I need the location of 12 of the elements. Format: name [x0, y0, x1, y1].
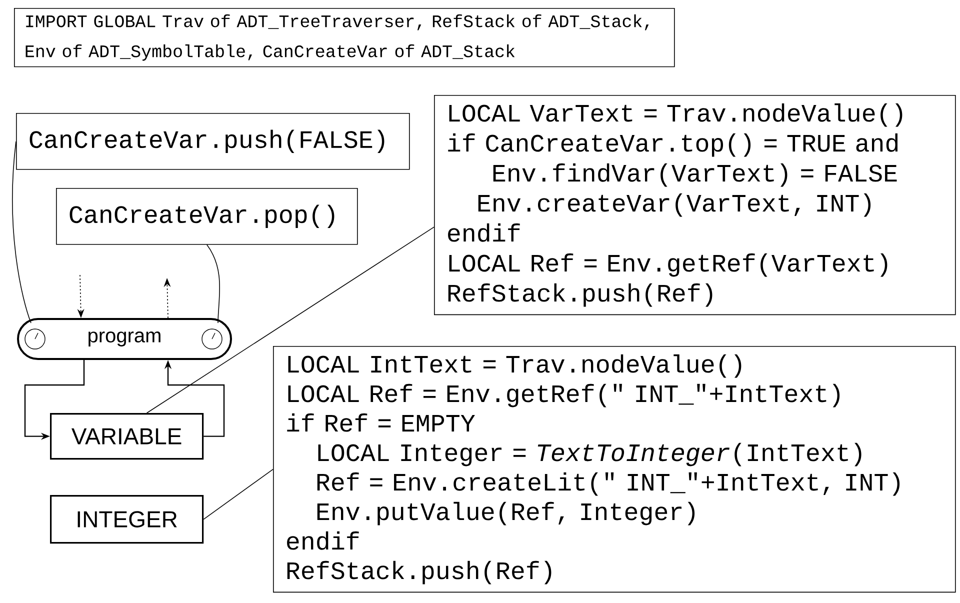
- connector-line: [146, 226, 434, 414]
- connector-line: [206, 244, 220, 324]
- header-box: IMPORT GLOBAL Trav of ADT_TreeTraverser, RefStack of ADT_Stack, Env of ADT_SymbolTable, CanCreateVar of ADT_Stack: [14, 8, 675, 68]
- process-box: VARIABLE: [50, 413, 204, 460]
- code-box: CanCreateVar.push(FALSE): [16, 113, 410, 170]
- connector-line: [12, 141, 32, 324]
- code-box: LOCAL IntText = Trav.nodeValue() LOCAL Ref = Env.getRef(" INT_"+IntText) if Ref = EMPTY LOCAL Integer = TextToInteger(IntText) Ref = Env.createLit(" INT_"+IntText, INT) Env.putValue(Ref, Integer) endif RefStack.push(Ref): [273, 346, 956, 593]
- process-box: INTEGER: [50, 495, 204, 544]
- program-box: program: [17, 318, 232, 360]
- code-box: LOCAL VarText = Trav.nodeValue() if CanCreateVar.top() = TRUE and Env.findVar(VarText) = FALSE Env.createVar(VarText, INT) endif LOCAL Ref = Env.getRef(VarText) RefStack.push(Ref): [434, 95, 956, 316]
- code-box: CanCreateVar.pop(): [56, 188, 358, 245]
- connector-line: [203, 468, 274, 520]
